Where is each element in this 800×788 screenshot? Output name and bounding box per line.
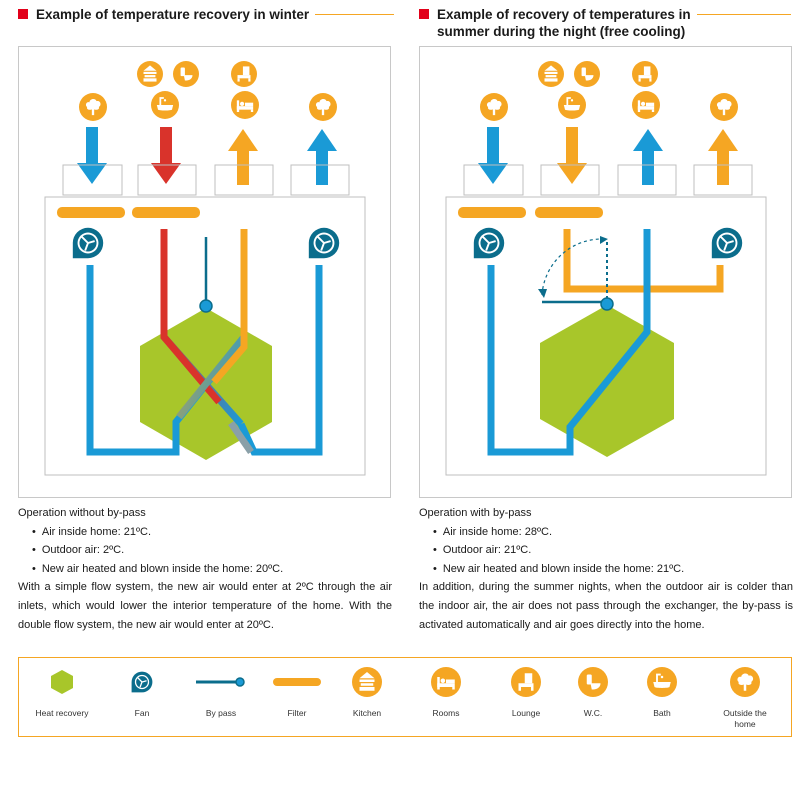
- bed-icon: [231, 91, 259, 119]
- legend-item-heat-recovery: Heat recovery: [22, 664, 102, 719]
- right-panel-title: Example of recovery of temperatures in s…: [419, 6, 791, 40]
- lounge-icon: [632, 61, 658, 87]
- legend-item-bypass: By pass: [181, 664, 261, 719]
- toilet-icon: [553, 664, 633, 700]
- right-bullet: New air heated and blown inside the home…: [419, 560, 793, 579]
- title-marker: [18, 9, 28, 19]
- winter-diagram-graphic: [44, 61, 366, 476]
- right-title-line2: summer during the night (free cooling): [437, 24, 686, 39]
- tree-icon: [309, 93, 337, 121]
- legend: Heat recovery Fan By pass Filter Kitchen…: [18, 657, 792, 737]
- title-rule: [696, 14, 791, 15]
- filter-bar: [57, 207, 125, 218]
- tree-icon: [480, 93, 508, 121]
- arrow-up-blue: [633, 129, 663, 185]
- legend-item-outside: Outside the home: [705, 664, 785, 730]
- kitchen-icon: [538, 61, 564, 87]
- title-marker: [419, 9, 429, 19]
- arrow-up-orange: [228, 129, 258, 185]
- bed-icon: [632, 91, 660, 119]
- legend-label: Heat recovery: [35, 708, 89, 718]
- legend-item-filter: Filter: [257, 664, 337, 719]
- bath-icon: [151, 91, 179, 119]
- filter-bar: [458, 207, 526, 218]
- left-bullet: Air inside home: 21ºC.: [18, 523, 392, 542]
- legend-label: Outside the home: [723, 708, 767, 729]
- right-bullet: Outdoor air: 21ºC.: [419, 541, 793, 560]
- legend-label: W.C.: [583, 708, 603, 718]
- fan-icon: [71, 226, 105, 260]
- right-title-line1: Example of recovery of temperatures in: [437, 7, 691, 22]
- left-desc-paragraph: With a simple flow system, the new air w…: [18, 581, 392, 631]
- toilet-icon: [173, 61, 199, 87]
- legend-item-wc: W.C.: [553, 664, 633, 719]
- summer-diagram-graphic: [445, 61, 767, 476]
- lounge-icon: [231, 61, 257, 87]
- right-desc-paragraph: In addition, during the summer nights, w…: [419, 581, 793, 631]
- toilet-icon: [574, 61, 600, 87]
- legend-label: By pass: [205, 708, 237, 718]
- legend-item-rooms: Rooms: [406, 664, 486, 719]
- legend-item-lounge: Lounge: [486, 664, 566, 719]
- tree-icon: [710, 93, 738, 121]
- left-description: Operation without by-pass Air inside hom…: [18, 504, 392, 634]
- right-description: Operation with by-pass Air inside home: …: [419, 504, 793, 634]
- winter-diagram: [18, 46, 391, 498]
- left-panel-title: Example of temperature recovery in winte…: [18, 6, 394, 23]
- left-bullet: New air heated and blown inside the home…: [18, 560, 392, 579]
- kitchen-icon: [327, 664, 407, 700]
- filter-icon: [257, 664, 337, 700]
- left-desc-heading: Operation without by-pass: [18, 507, 146, 519]
- legend-label: Lounge: [511, 708, 541, 718]
- filter-bar: [132, 207, 200, 218]
- bath-icon: [558, 91, 586, 119]
- arrow-down-blue: [77, 127, 107, 184]
- tree-icon: [705, 664, 785, 700]
- legend-label: Rooms: [432, 708, 460, 718]
- right-desc-heading: Operation with by-pass: [419, 507, 532, 519]
- left-title-text: Example of temperature recovery in winte…: [36, 7, 310, 22]
- arrow-up-blue: [307, 129, 337, 185]
- fan-icon: [472, 226, 506, 260]
- legend-label: Bath: [653, 708, 671, 718]
- legend-item-bath: Bath: [622, 664, 702, 719]
- bypass-icon: [181, 664, 261, 700]
- filter-bar: [535, 207, 603, 218]
- arrow-down-red: [151, 127, 181, 184]
- kitchen-icon: [137, 61, 163, 87]
- summer-diagram: [419, 46, 792, 498]
- bed-icon: [406, 664, 486, 700]
- fan-icon: [710, 226, 744, 260]
- legend-label: Fan: [134, 708, 150, 718]
- fan-icon: [307, 226, 341, 260]
- arrow-up-orange: [708, 129, 738, 185]
- bypass-pivot: [199, 299, 213, 313]
- arrow-down-blue: [478, 127, 508, 184]
- legend-item-kitchen: Kitchen: [327, 664, 407, 719]
- bath-icon: [622, 664, 702, 700]
- tree-icon: [79, 93, 107, 121]
- title-rule: [315, 14, 394, 15]
- arrow-down-orange: [557, 127, 587, 184]
- left-bullet: Outdoor air: 2ºC.: [18, 541, 392, 560]
- legend-item-fan: Fan: [102, 664, 182, 719]
- hexagon-icon: [22, 664, 102, 700]
- bypass-pivot: [600, 297, 614, 311]
- right-bullet: Air inside home: 28ºC.: [419, 523, 793, 542]
- legend-label: Filter: [287, 708, 307, 718]
- legend-label: Kitchen: [352, 708, 382, 718]
- fan-icon: [102, 664, 182, 700]
